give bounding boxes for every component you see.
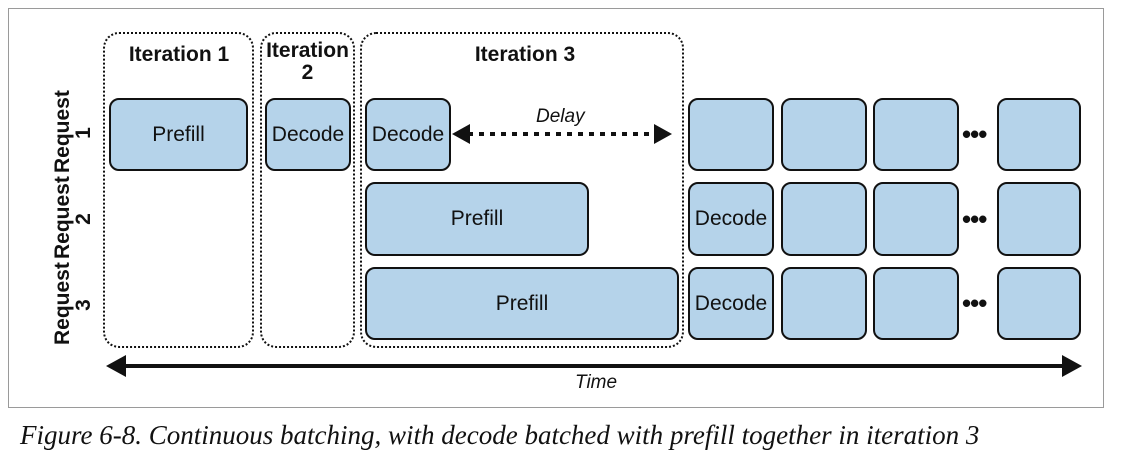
request-2-label-line1: Request — [51, 176, 74, 259]
request-1-label: Request 1 — [51, 90, 98, 173]
iteration-2-label-line1: Iteration — [266, 39, 349, 62]
request-2-future-block-1 — [781, 182, 867, 256]
request-3-future-block-3 — [997, 267, 1081, 340]
iteration-2-label: Iteration 2 — [262, 40, 353, 84]
iteration-2-label-line2: 2 — [301, 61, 314, 84]
delay-label: Delay — [536, 106, 585, 127]
request-1-ellipsis: ••• — [962, 119, 987, 149]
request-1-prefill-block: Prefill — [109, 98, 248, 171]
request-3-ellipsis: ••• — [962, 288, 987, 318]
iteration-1-label: Iteration 1 — [128, 43, 230, 66]
request-3-label-line1: Request — [51, 262, 74, 345]
request-3-decode-block: Decode — [688, 267, 774, 340]
time-axis-label: Time — [575, 372, 618, 393]
request-2-ellipsis: ••• — [962, 204, 987, 234]
request-2-label: Request 2 — [51, 176, 98, 259]
iteration-1-box — [103, 32, 254, 348]
request-1-future-block-4 — [997, 98, 1081, 171]
request-1-future-block-1 — [688, 98, 774, 171]
request-3-future-block-1 — [781, 267, 867, 340]
request-2-label-line2: 2 — [72, 213, 95, 225]
request-3-label: Request 3 — [51, 262, 98, 345]
request-1-future-block-3 — [873, 98, 959, 171]
request-2-prefill-block: Prefill — [365, 182, 589, 256]
iteration-2-box — [260, 32, 355, 348]
request-2-decode-block: Decode — [688, 182, 774, 256]
figure-caption: Figure 6-8. Continuous batching, with de… — [20, 420, 980, 450]
request-1-decode-iter2-block: Decode — [265, 98, 351, 171]
request-3-future-block-2 — [873, 267, 959, 340]
request-3-prefill-block: Prefill — [365, 267, 679, 340]
request-2-future-block-3 — [997, 182, 1081, 256]
request-1-decode-iter3-block: Decode — [365, 98, 451, 171]
request-1-label-line1: Request — [51, 90, 74, 173]
request-2-future-block-2 — [873, 182, 959, 256]
iteration-3-box — [360, 32, 684, 348]
request-1-label-line2: 1 — [72, 127, 95, 139]
iteration-3-label: Iteration 3 — [474, 43, 576, 66]
request-3-label-line2: 3 — [72, 299, 95, 311]
request-1-future-block-2 — [781, 98, 867, 171]
